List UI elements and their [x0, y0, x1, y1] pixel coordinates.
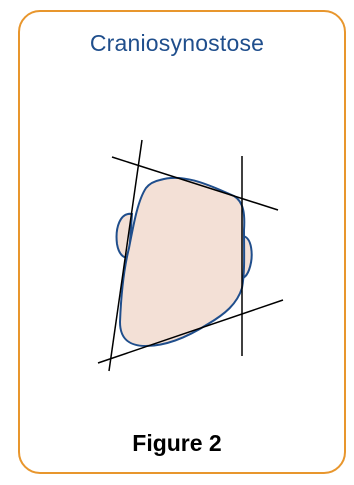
head-shape	[120, 178, 244, 346]
figure-caption: Figure 2	[0, 430, 354, 457]
